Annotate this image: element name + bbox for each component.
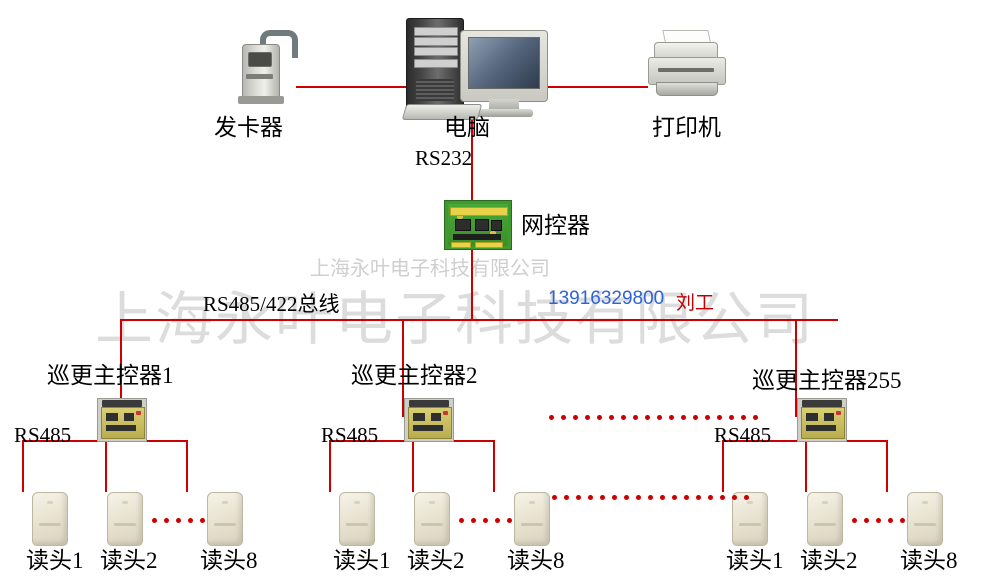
card-reader-2-2 [414, 492, 450, 546]
ellipsis-readers-1 [152, 518, 205, 523]
card-reader-1-8 [207, 492, 243, 546]
card-reader-2-8 [514, 492, 550, 546]
wire-bus-drop-3 [795, 319, 797, 417]
wire-pc-to-printer [540, 86, 648, 88]
card-reader-1-1 [32, 492, 68, 546]
wire-rs485-bus-3 [722, 440, 832, 442]
card-reader-2-1 [339, 492, 375, 546]
pc-tower [406, 18, 464, 112]
label-printer: 打印机 [652, 115, 721, 140]
patrol-controller-1 [97, 398, 147, 442]
wire-rs485-bus-1b [130, 440, 188, 442]
patrol-controller-2 [404, 398, 454, 442]
wire-reader3-2-drop [805, 440, 807, 492]
wire-reader3-8-drop [886, 440, 888, 492]
label-patrol-controller-2: 巡更主控器2 [351, 363, 478, 388]
card-issuer-screen [248, 52, 272, 67]
ellipsis-readers-2 [459, 518, 512, 523]
label-reader-1-1: 读头1 [26, 548, 84, 573]
label-reader-2-8: 读头8 [507, 548, 565, 573]
wire-rs485-bus-2 [329, 440, 439, 442]
watermark-contact: 刘工 [676, 293, 715, 314]
label-reader-3-2: 读头2 [800, 548, 858, 573]
label-network-controller: 网控器 [521, 213, 590, 238]
ellipsis-controllers [549, 415, 758, 420]
label-rs485-422-bus: RS485/422总线 [203, 292, 340, 316]
label-rs485-2: RS485 [321, 423, 379, 447]
wire-netcontroller-to-bus [471, 248, 473, 320]
label-card-issuer: 发卡器 [214, 115, 283, 140]
label-rs485-3: RS485 [714, 423, 772, 447]
watermark-company-small: 上海永叶电子科技有限公司 [310, 258, 550, 280]
label-rs485-1: RS485 [14, 423, 72, 447]
card-issuer-base [238, 96, 284, 104]
wire-pc-to-netcontroller [471, 110, 473, 215]
watermark-phone: 13916329800 [548, 288, 665, 309]
computer-device [406, 18, 548, 118]
label-reader-1-2: 读头2 [100, 548, 158, 573]
wire-reader1-1-drop [22, 440, 24, 492]
printer-device [648, 30, 728, 98]
label-reader-3-1: 读头1 [726, 548, 784, 573]
wire-rs485-bus-3b [830, 440, 888, 442]
printer-tray [656, 82, 718, 96]
wire-reader1-2-drop [105, 440, 107, 492]
label-reader-3-8: 读头8 [900, 548, 958, 573]
wire-reader2-1-drop [329, 440, 331, 492]
wire-bus-drop-1 [120, 319, 122, 417]
label-patrol-controller-1: 巡更主控器1 [47, 363, 174, 388]
card-reader-1-2 [107, 492, 143, 546]
wire-rs485-bus-1 [22, 440, 132, 442]
wire-bus-drop-2 [402, 319, 404, 417]
label-reader-2-2: 读头2 [407, 548, 465, 573]
label-reader-2-1: 读头1 [333, 548, 391, 573]
label-computer: 电脑 [444, 115, 490, 140]
printer-output-slot [658, 68, 714, 72]
label-reader-1-8: 读头8 [200, 548, 258, 573]
ellipsis-readers-3 [852, 518, 905, 523]
wire-reader1-8-drop [186, 440, 188, 492]
label-rs232: RS232 [415, 146, 473, 170]
wire-main-bus [120, 319, 838, 321]
wire-reader2-2-drop [412, 440, 414, 492]
label-patrol-controller-255: 巡更主控器255 [752, 368, 902, 393]
wire-rs485-bus-2b [437, 440, 495, 442]
card-reader-3-2 [807, 492, 843, 546]
card-issuer-device [232, 30, 298, 108]
wire-reader2-8-drop [493, 440, 495, 492]
wire-reader3-1-drop [722, 440, 724, 492]
card-reader-3-8 [907, 492, 943, 546]
card-issuer-slot [246, 74, 273, 79]
patrol-controller-255 [797, 398, 847, 442]
card-reader-3-1 [732, 492, 768, 546]
pc-monitor [460, 30, 548, 117]
wire-issuer-to-pc [296, 86, 406, 88]
network-controller-board [444, 200, 512, 250]
ellipsis-readers-mid [552, 495, 749, 500]
